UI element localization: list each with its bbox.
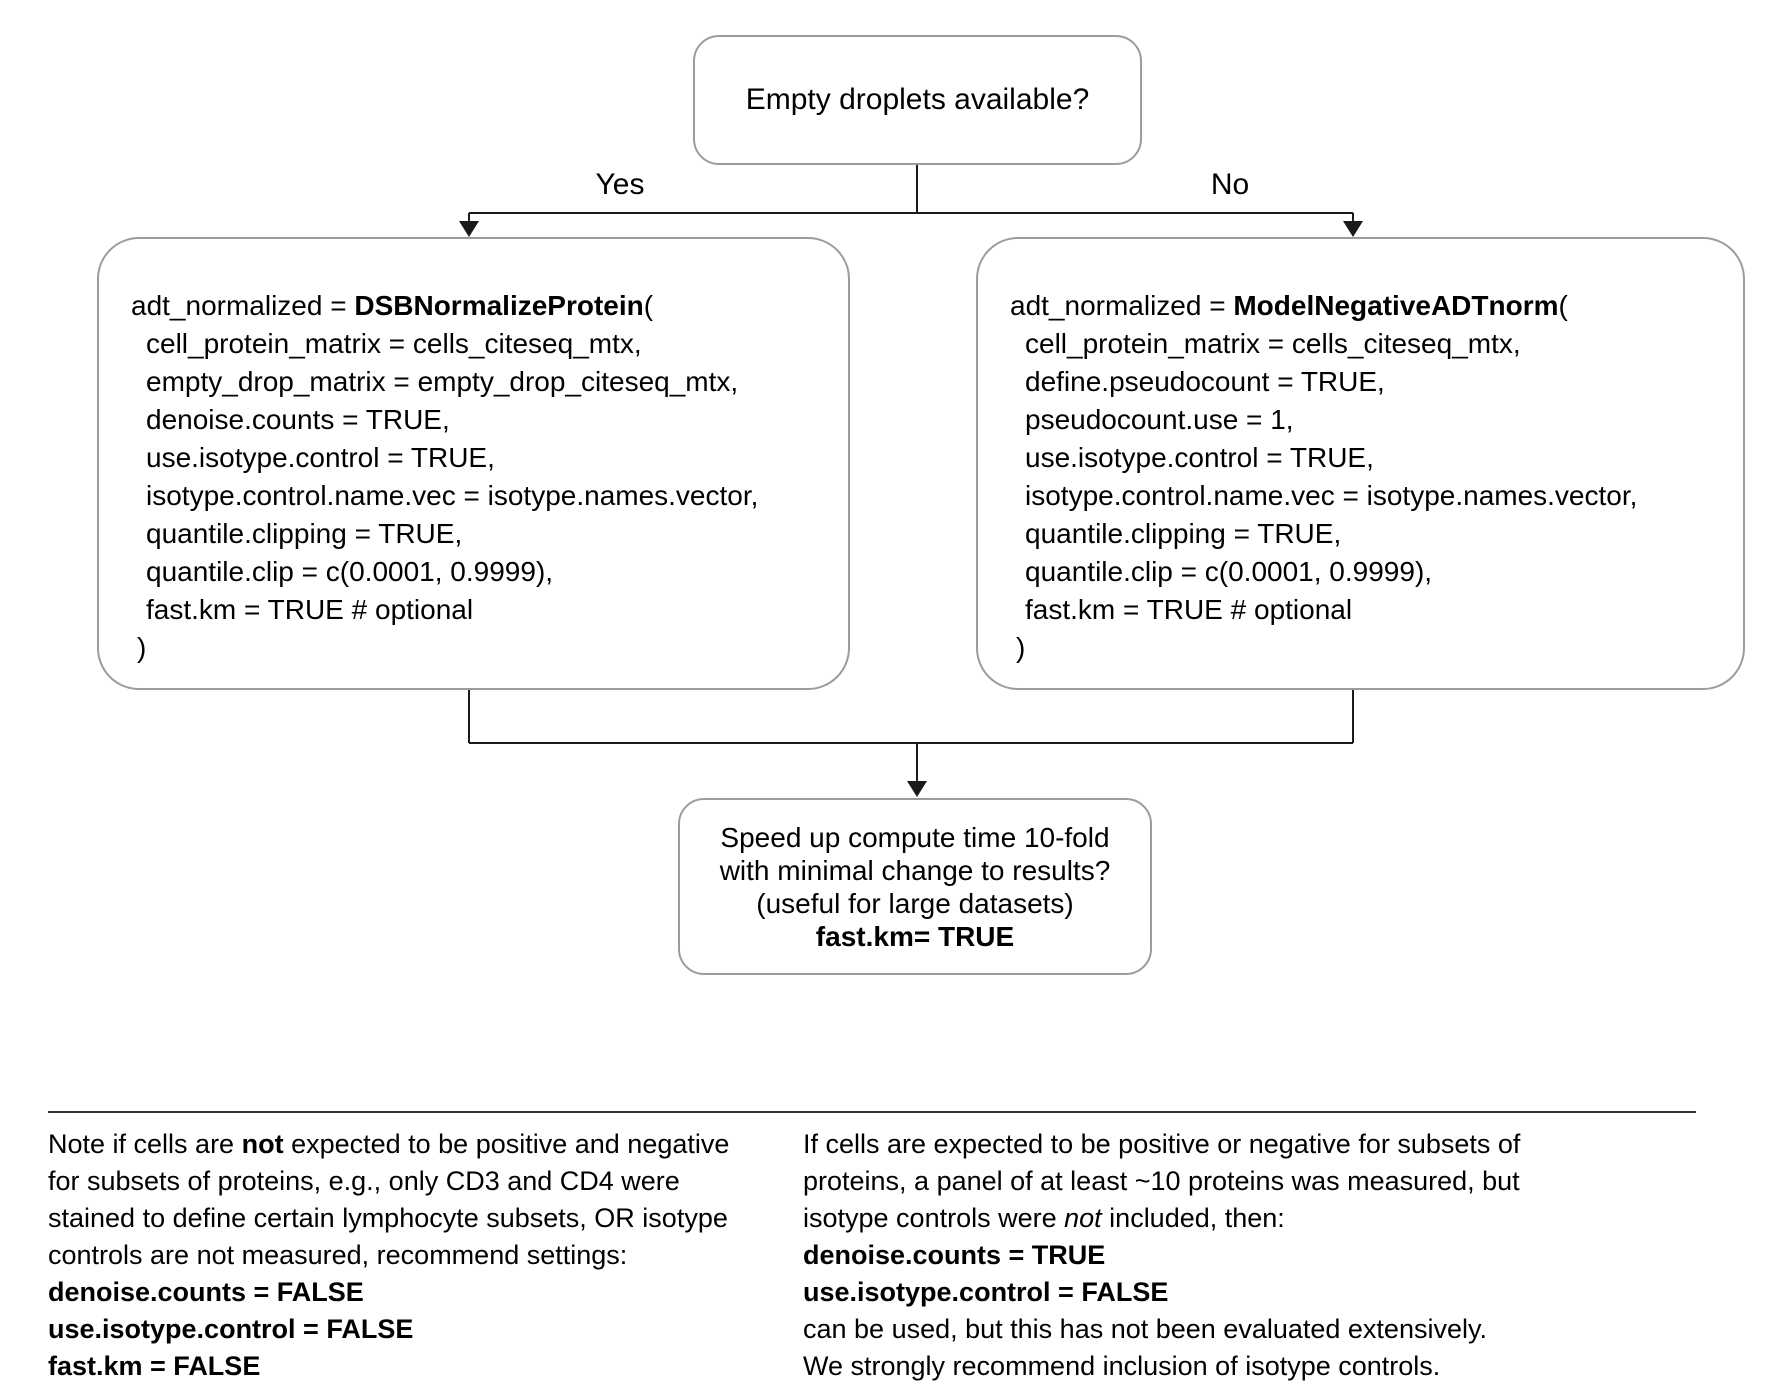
model-negative-adtnorm-box: adt_normalized = ModelNegativeADTnorm( c… xyxy=(976,237,1745,690)
code-close-paren: ) xyxy=(137,632,147,663)
note-line: isotype controls were not included, then… xyxy=(803,1200,1583,1237)
code-assign: adt_normalized = xyxy=(131,290,355,321)
speed-line-1: Speed up compute time 10-fold xyxy=(720,821,1110,853)
note-left: Note if cells are not expected to be pos… xyxy=(48,1126,768,1385)
code-param-line: define.pseudocount = TRUE, xyxy=(1025,366,1385,397)
note-line: stained to define certain lymphocyte sub… xyxy=(48,1203,728,1233)
code-function-name: ModelNegativeADTnorm xyxy=(1233,290,1559,321)
yes-branch-label: Yes xyxy=(595,168,645,201)
note-line: controls are not measured, recommend set… xyxy=(48,1240,628,1270)
code-param-list: cell_protein_matrix = cells_citeseq_mtx,… xyxy=(978,325,1743,629)
arrow-down-icon xyxy=(907,781,927,797)
note-setting-line: fast.km = FALSE xyxy=(48,1351,261,1381)
note-settings: denoise.counts = TRUE use.isotype.contro… xyxy=(803,1237,1583,1311)
note-line: We strongly recommend inclusion of isoty… xyxy=(803,1351,1441,1381)
note-line: proteins, a panel of at least ~10 protei… xyxy=(803,1166,1520,1196)
dsb-normalize-protein-box: adt_normalized = DSBNormalizeProtein( ce… xyxy=(97,237,850,690)
code-function-name: DSBNormalizeProtein xyxy=(354,290,644,321)
code-param-list: cell_protein_matrix = cells_citeseq_mtx,… xyxy=(99,325,848,629)
code-param-line: cell_protein_matrix = cells_citeseq_mtx, xyxy=(146,328,642,359)
no-branch-label: No xyxy=(1210,168,1250,201)
note-right: If cells are expected to be positive or … xyxy=(803,1126,1583,1385)
code-param-line: cell_protein_matrix = cells_citeseq_mtx, xyxy=(1025,328,1521,359)
speed-line-4: fast.km= TRUE xyxy=(815,920,1015,952)
note-line: If cells are expected to be positive or … xyxy=(803,1129,1521,1159)
note-line: can be used, but this has not been evalu… xyxy=(803,1314,1487,1344)
code-param-line: quantile.clip = c(0.0001, 0.9999), xyxy=(1025,556,1433,587)
separator-line xyxy=(48,1111,1696,1113)
arrow-down-icon xyxy=(1343,221,1363,237)
code-call-line: adt_normalized = DSBNormalizeProtein( xyxy=(99,287,848,325)
note-text-bold: not xyxy=(241,1129,284,1159)
code-param-line: use.isotype.control = TRUE, xyxy=(146,442,495,473)
note-line: Note if cells are not expected to be pos… xyxy=(48,1126,768,1163)
code-param-line: use.isotype.control = TRUE, xyxy=(1025,442,1374,473)
code-param-line: empty_drop_matrix = empty_drop_citeseq_m… xyxy=(146,366,739,397)
note-setting-line: use.isotype.control = FALSE xyxy=(48,1314,414,1344)
note-settings: denoise.counts = FALSE use.isotype.contr… xyxy=(48,1274,768,1385)
note-setting-line: denoise.counts = TRUE xyxy=(803,1240,1106,1270)
note-text: Note if cells are xyxy=(48,1129,242,1159)
note-text: isotype controls were xyxy=(803,1203,1065,1233)
code-param-line: pseudocount.use = 1, xyxy=(1025,404,1294,435)
note-setting-line: denoise.counts = FALSE xyxy=(48,1277,364,1307)
speed-up-box: Speed up compute time 10-fold with minim… xyxy=(678,798,1152,975)
speed-line-3: (useful for large datasets) xyxy=(756,887,1074,919)
note-outro-lines: can be used, but this has not been evalu… xyxy=(803,1311,1583,1385)
note-plain-lines: for subsets of proteins, e.g., only CD3 … xyxy=(48,1163,768,1274)
decision-box: Empty droplets available? xyxy=(693,35,1142,165)
code-close-paren: ) xyxy=(1016,632,1026,663)
note-plain-lines: If cells are expected to be positive or … xyxy=(803,1126,1583,1200)
note-text: included, then: xyxy=(1101,1203,1285,1233)
note-text-italic: not xyxy=(1064,1203,1102,1233)
note-line: for subsets of proteins, e.g., only CD3 … xyxy=(48,1166,680,1196)
code-param-line: quantile.clip = c(0.0001, 0.9999), xyxy=(146,556,554,587)
code-call-line: adt_normalized = ModelNegativeADTnorm( xyxy=(978,287,1743,325)
note-setting-line: use.isotype.control = FALSE xyxy=(803,1277,1169,1307)
code-param-line: quantile.clipping = TRUE, xyxy=(1025,518,1342,549)
code-param-line: quantile.clipping = TRUE, xyxy=(146,518,463,549)
speed-line-2: with minimal change to results? xyxy=(719,854,1111,886)
code-param-line: denoise.counts = TRUE, xyxy=(146,404,450,435)
code-open-paren: ( xyxy=(1558,290,1568,321)
code-assign: adt_normalized = xyxy=(1010,290,1234,321)
code-open-paren: ( xyxy=(643,290,654,321)
code-param-line: fast.km = TRUE # optional xyxy=(146,594,474,625)
code-param-line: isotype.control.name.vec = isotype.names… xyxy=(146,480,759,511)
note-text: expected to be positive and negative xyxy=(283,1129,730,1159)
decision-question: Empty droplets available? xyxy=(745,83,1090,116)
code-param-line: isotype.control.name.vec = isotype.names… xyxy=(1025,480,1638,511)
arrow-down-icon xyxy=(459,221,479,237)
code-param-line: fast.km = TRUE # optional xyxy=(1025,594,1353,625)
